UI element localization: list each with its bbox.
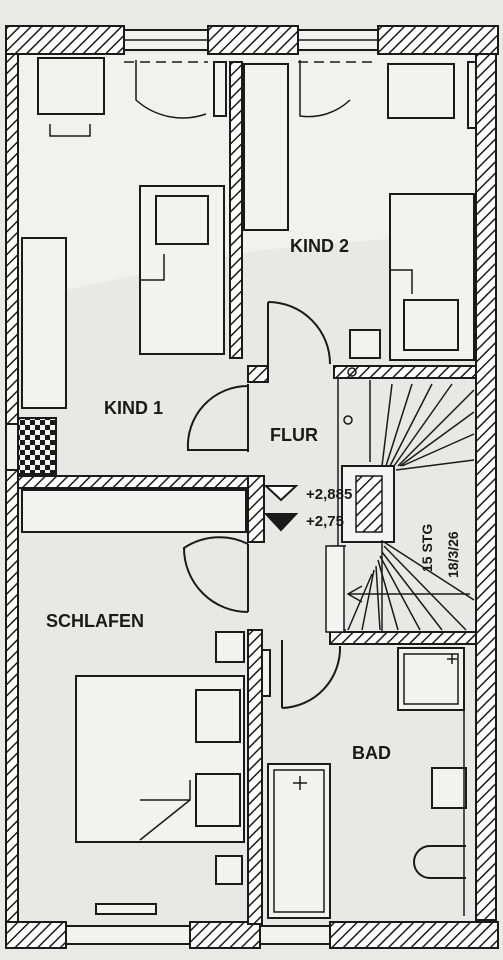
room-label-kind2: KIND 2 — [290, 236, 349, 256]
level-marker-lower-icon — [263, 513, 299, 532]
stair-ratio-label: 18/3/26 — [445, 531, 461, 578]
furniture-kind2 — [243, 63, 475, 361]
doors — [135, 60, 477, 709]
furniture-bad — [267, 647, 467, 919]
level-marker-upper-icon — [263, 485, 299, 502]
staircase — [325, 367, 477, 633]
level-label-lower: +2,75 — [306, 513, 344, 530]
room-label-kind1: KIND 1 — [104, 398, 163, 418]
room-label-schlafen: SCHLAFEN — [46, 611, 144, 631]
level-label-upper: +2,885 — [306, 486, 352, 503]
windows — [5, 29, 379, 945]
furniture-schlafen — [21, 489, 247, 915]
stair-steps-label: 15 STG — [419, 524, 435, 572]
chimney — [17, 417, 57, 475]
interior-walls — [17, 61, 477, 925]
furniture-kind1 — [21, 57, 225, 409]
room-label-bad: BAD — [352, 743, 391, 763]
room-label-flur: FLUR — [270, 425, 318, 445]
